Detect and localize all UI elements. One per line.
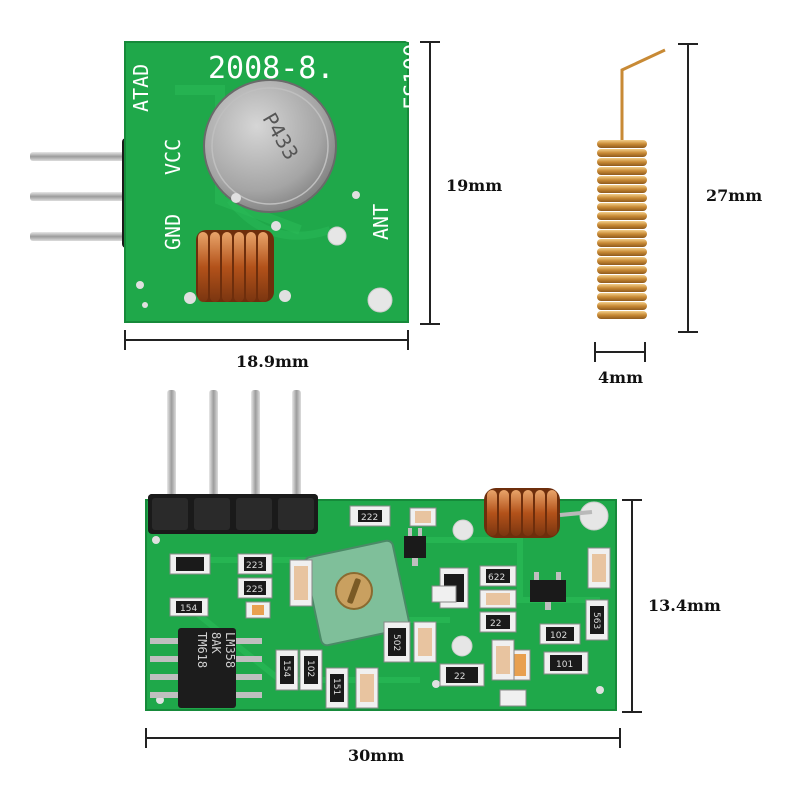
trimmer-potentiometer [303, 539, 411, 647]
smd-label: 22 [454, 672, 465, 682]
antenna-height-label: 27mm [706, 186, 763, 205]
smd-22: 22 [479, 611, 517, 633]
rx-height-label: 13.4mm [648, 596, 721, 615]
antenna-width-label: 4mm [598, 368, 643, 387]
receiver-module: LM358 8AK TM618 222 [145, 390, 617, 711]
smd-155 [491, 639, 515, 681]
smd-102: 102 [539, 623, 581, 645]
spring-antenna [597, 48, 666, 319]
smd-label: 225 [246, 585, 263, 595]
crystal-can [203, 79, 337, 213]
lm358-chip: LM358 8AK TM618 [150, 628, 262, 708]
smd-label: 223 [246, 561, 263, 571]
smd-154b: 154 [275, 649, 299, 691]
rx-width-dimension [145, 728, 621, 748]
smd-102b: 102 [299, 649, 323, 691]
smd-label: 102 [305, 660, 315, 677]
smd-222: 222 [349, 505, 391, 527]
smd-label: 101 [556, 660, 573, 670]
transmitter-module: 2008-8. FS1000A ATAD VCC GND ANT P433 [30, 17, 426, 323]
smd-label: 222 [361, 513, 378, 523]
chip-line-2: 8AK [209, 632, 223, 654]
tx-width-dimension [124, 330, 409, 350]
smd-label: 154 [180, 604, 197, 614]
smd-label: 154 [281, 660, 291, 677]
smd-label: 622 [488, 573, 505, 583]
smd-154: 154 [169, 597, 209, 617]
smd-label: 22 [490, 619, 501, 629]
smd-563: 563 [585, 599, 609, 641]
antenna-height-dimension [678, 43, 698, 333]
tx-pin-ant-label: ANT [369, 204, 393, 240]
smd-components: 222 223 225 154 [169, 505, 611, 709]
tx-width-label: 18.9mm [236, 352, 309, 371]
tx-inductor-coil [196, 230, 274, 302]
smd-label: 151 [331, 678, 341, 695]
smd-label: 563 [591, 612, 601, 629]
antenna-width-dimension [594, 342, 646, 362]
smd-label: 502 [391, 634, 401, 651]
tx-height-dimension [420, 41, 440, 325]
tx-model-label: FS1000A [401, 17, 426, 110]
rx-inductor-coil [484, 488, 593, 538]
rx-height-dimension [622, 499, 642, 713]
tx-date-code: 2008-8. [208, 51, 334, 86]
chip-line-3: TM618 [195, 632, 209, 668]
smd-502: 502 [383, 621, 411, 663]
rx-transistor [404, 528, 426, 566]
rx-transistor-2 [530, 572, 566, 610]
chip-line-1: LM358 [223, 632, 237, 668]
smd-622: 622 [479, 565, 517, 587]
tx-pin-data-label: ATAD [129, 64, 153, 112]
tx-pin-gnd-label: GND [161, 214, 185, 250]
rx-width-label: 30mm [348, 746, 405, 765]
smd-101: 101 [543, 651, 589, 675]
smd-label: 102 [550, 631, 567, 641]
smd-151: 151 [325, 667, 349, 709]
smd-22b: 22 [439, 663, 485, 687]
tx-height-label: 19mm [446, 176, 503, 195]
smd-225: 225 [237, 577, 273, 599]
smd-223: 223 [237, 553, 273, 575]
tx-pin-vcc-label: VCC [161, 139, 185, 175]
